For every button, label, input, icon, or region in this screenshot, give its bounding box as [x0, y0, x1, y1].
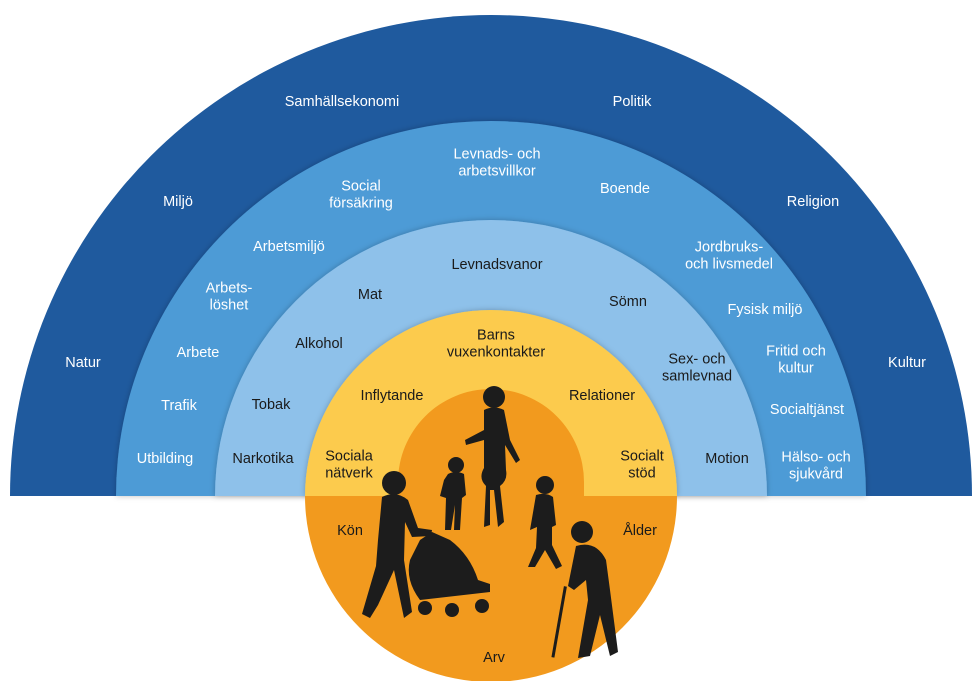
inner-ring-label: Relationer — [569, 388, 635, 404]
third-ring-label: Levnadsvanor — [451, 257, 542, 273]
core-ring-label: Ålder — [623, 522, 657, 539]
child-silhouette — [528, 476, 562, 569]
outer-ring-label: Kultur — [888, 355, 926, 371]
third-ring-label: Mat — [358, 287, 382, 303]
third-ring-label: Narkotika — [232, 451, 294, 467]
elderly-silhouette — [551, 521, 618, 658]
core-ring-label: Kön — [337, 523, 363, 539]
father-silhouette — [362, 471, 432, 618]
third-ring-label: Alkohol — [295, 336, 343, 352]
toddler-silhouette — [440, 457, 466, 530]
second-ring-label: Fysisk miljö — [728, 302, 803, 318]
core-circle — [305, 389, 677, 681]
third-ring-label: Tobak — [252, 397, 291, 413]
second-ring-label: Boende — [600, 181, 650, 197]
outer-ring-label: Natur — [65, 355, 101, 371]
core-ring-label: Arv — [483, 650, 506, 666]
second-ring-label: Utbilding — [137, 451, 193, 467]
stroller-icon — [408, 532, 490, 617]
second-ring-label: Arbets-löshet — [206, 281, 253, 314]
outer-ring-label: Politik — [613, 94, 652, 110]
second-ring-label: Arbete — [177, 345, 220, 361]
third-ring-label: Motion — [705, 451, 749, 467]
outer-ring-label: Miljö — [163, 194, 193, 210]
mother-silhouette — [465, 386, 520, 527]
outer-ring-label: Religion — [787, 194, 839, 210]
second-ring-label: Arbetsmiljö — [253, 239, 325, 255]
second-ring-label: Socialtjänst — [770, 402, 844, 418]
second-ring-label: Jordbruks-och livsmedel — [685, 240, 773, 273]
second-ring-label: Trafik — [161, 398, 197, 414]
outer-ring-label: Samhällsekonomi — [285, 94, 399, 110]
family-silhouettes — [362, 386, 618, 658]
third-ring-label: Sömn — [609, 294, 647, 310]
inner-ring-label: Inflytande — [361, 388, 424, 404]
